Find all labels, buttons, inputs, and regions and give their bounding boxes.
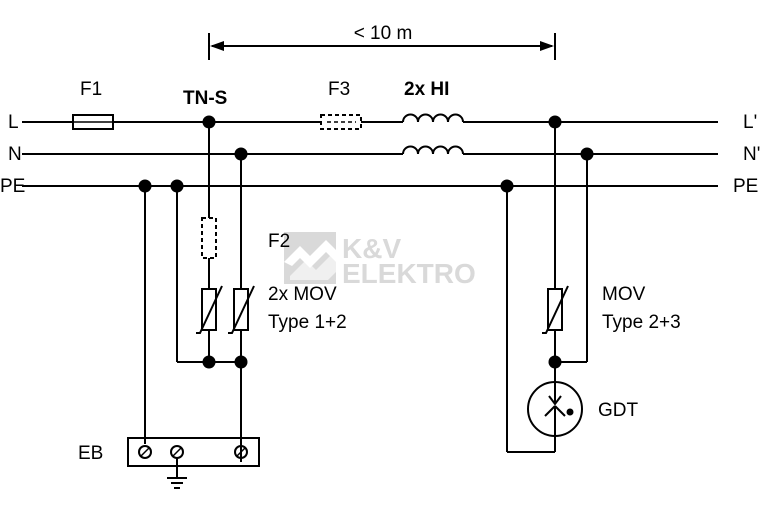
distance-label: < 10 m: [354, 23, 413, 44]
arrow-left-icon: [210, 41, 224, 51]
mov-left-label-2: Type 1+2: [268, 312, 347, 333]
line-label-n: N: [8, 144, 22, 165]
distance-dimension: < 10 m: [208, 23, 556, 60]
arrow-right-icon: [540, 41, 554, 51]
junction-dot: [202, 115, 216, 129]
junction-dot: [170, 179, 184, 193]
mov-right: [542, 285, 569, 334]
f1-label: F1: [80, 79, 102, 100]
junction-dot: [138, 179, 152, 193]
line-label-l-out: L': [743, 112, 757, 133]
equipotential-bar: EB: [78, 437, 260, 489]
junction-dots: [138, 115, 594, 369]
mov-right-label-1: MOV: [602, 284, 646, 305]
f1-fuse: F1: [72, 79, 114, 130]
junction-dot: [548, 115, 562, 129]
right-protection-branch: MOV Type 2+3 GDT: [506, 122, 681, 453]
f2-label: F2: [268, 231, 290, 252]
mov-left-1: [196, 285, 223, 334]
gdt-label: GDT: [598, 400, 639, 421]
line-label-pe-out: PE: [733, 176, 758, 197]
gdt-icon: [527, 381, 583, 437]
hi-label: 2x HI: [404, 79, 449, 100]
watermark-logo-icon: [284, 232, 336, 284]
mov-left-label-1: 2x MOV: [268, 284, 337, 305]
terminal-screw-icon: [170, 445, 184, 459]
junction-dot: [500, 179, 514, 193]
line-label-l: L: [8, 112, 19, 133]
watermark: K&V ELEKTRO: [284, 232, 476, 289]
watermark-text-line1: K&V: [342, 233, 401, 264]
inductor-n: [402, 145, 464, 155]
mov-right-label-2: Type 2+3: [602, 312, 681, 333]
line-label-n-out: N': [743, 144, 760, 165]
f3-fuse: F3: [320, 79, 362, 130]
mov-left-2: [228, 285, 255, 334]
watermark-text-line2: ELEKTRO: [342, 258, 476, 289]
junction-dot: [202, 355, 216, 369]
line-label-pe: PE: [0, 176, 25, 197]
f3-label: F3: [328, 79, 350, 100]
inductor-l: [402, 113, 464, 123]
eb-label: EB: [78, 443, 103, 464]
f2-fuse: [201, 217, 217, 259]
ground-icon: [167, 458, 187, 489]
junction-dot: [548, 355, 562, 369]
left-protection-branch: F2 2x MOV Type 1+2: [144, 122, 347, 462]
junction-dot: [234, 355, 248, 369]
terminal-screw-icon: [138, 445, 152, 459]
junction-dot: [234, 147, 248, 161]
hi-inductors: 2x HI: [402, 79, 464, 155]
terminal-screw-icon: [234, 445, 248, 459]
tns-label: TN-S: [183, 88, 227, 109]
junction-dot: [580, 147, 594, 161]
